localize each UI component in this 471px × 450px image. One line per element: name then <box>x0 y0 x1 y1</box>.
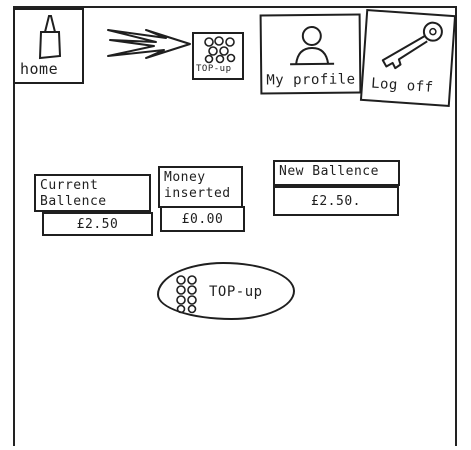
frame-left-border <box>13 8 15 446</box>
new-balance-label: New Ballence <box>279 164 379 179</box>
my-profile-label: My profile <box>266 71 356 89</box>
new-balance-label-box: New Ballence <box>273 160 400 186</box>
current-balance-value-box: £2.50 <box>42 212 153 236</box>
topup-button-label: TOP-up <box>209 284 263 300</box>
current-balance-value: £2.50 <box>76 216 119 232</box>
frame-right-border <box>455 6 457 446</box>
topup-button[interactable]: TOP-up <box>157 262 295 320</box>
home-label: home <box>20 60 59 78</box>
home-button[interactable]: home <box>13 8 84 84</box>
my-profile-button[interactable]: My profile <box>259 13 362 95</box>
key-icon <box>381 21 443 70</box>
home-icon <box>38 15 62 60</box>
person-icon <box>290 25 335 66</box>
new-balance-value-box: £2.50. <box>273 186 399 216</box>
new-balance-value: £2.50. <box>311 193 361 209</box>
money-inserted-value-box: £0.00 <box>160 206 245 232</box>
topup-nav-button[interactable]: TOP-up <box>192 32 244 80</box>
log-off-label: Log off <box>370 75 435 96</box>
frame-top-border <box>13 6 457 8</box>
arrow-icon <box>107 29 191 59</box>
current-balance-label-line2: Ballence <box>40 194 107 209</box>
coins-icon <box>204 36 236 64</box>
current-balance-label-line1: Current <box>40 178 99 193</box>
topup-nav-label: TOP-up <box>196 64 232 74</box>
log-off-button[interactable]: Log off <box>359 8 457 108</box>
money-inserted-label-line1: Money <box>164 170 206 185</box>
money-inserted-label-box: Money inserted <box>158 166 243 208</box>
money-inserted-label: Money inserted <box>164 170 231 202</box>
coins-icon <box>176 275 197 314</box>
current-balance-label: Current Ballence <box>40 178 107 210</box>
current-balance-label-box: Current Ballence <box>34 174 151 212</box>
money-inserted-label-line2: inserted <box>164 186 231 201</box>
money-inserted-value: £0.00 <box>181 211 224 227</box>
